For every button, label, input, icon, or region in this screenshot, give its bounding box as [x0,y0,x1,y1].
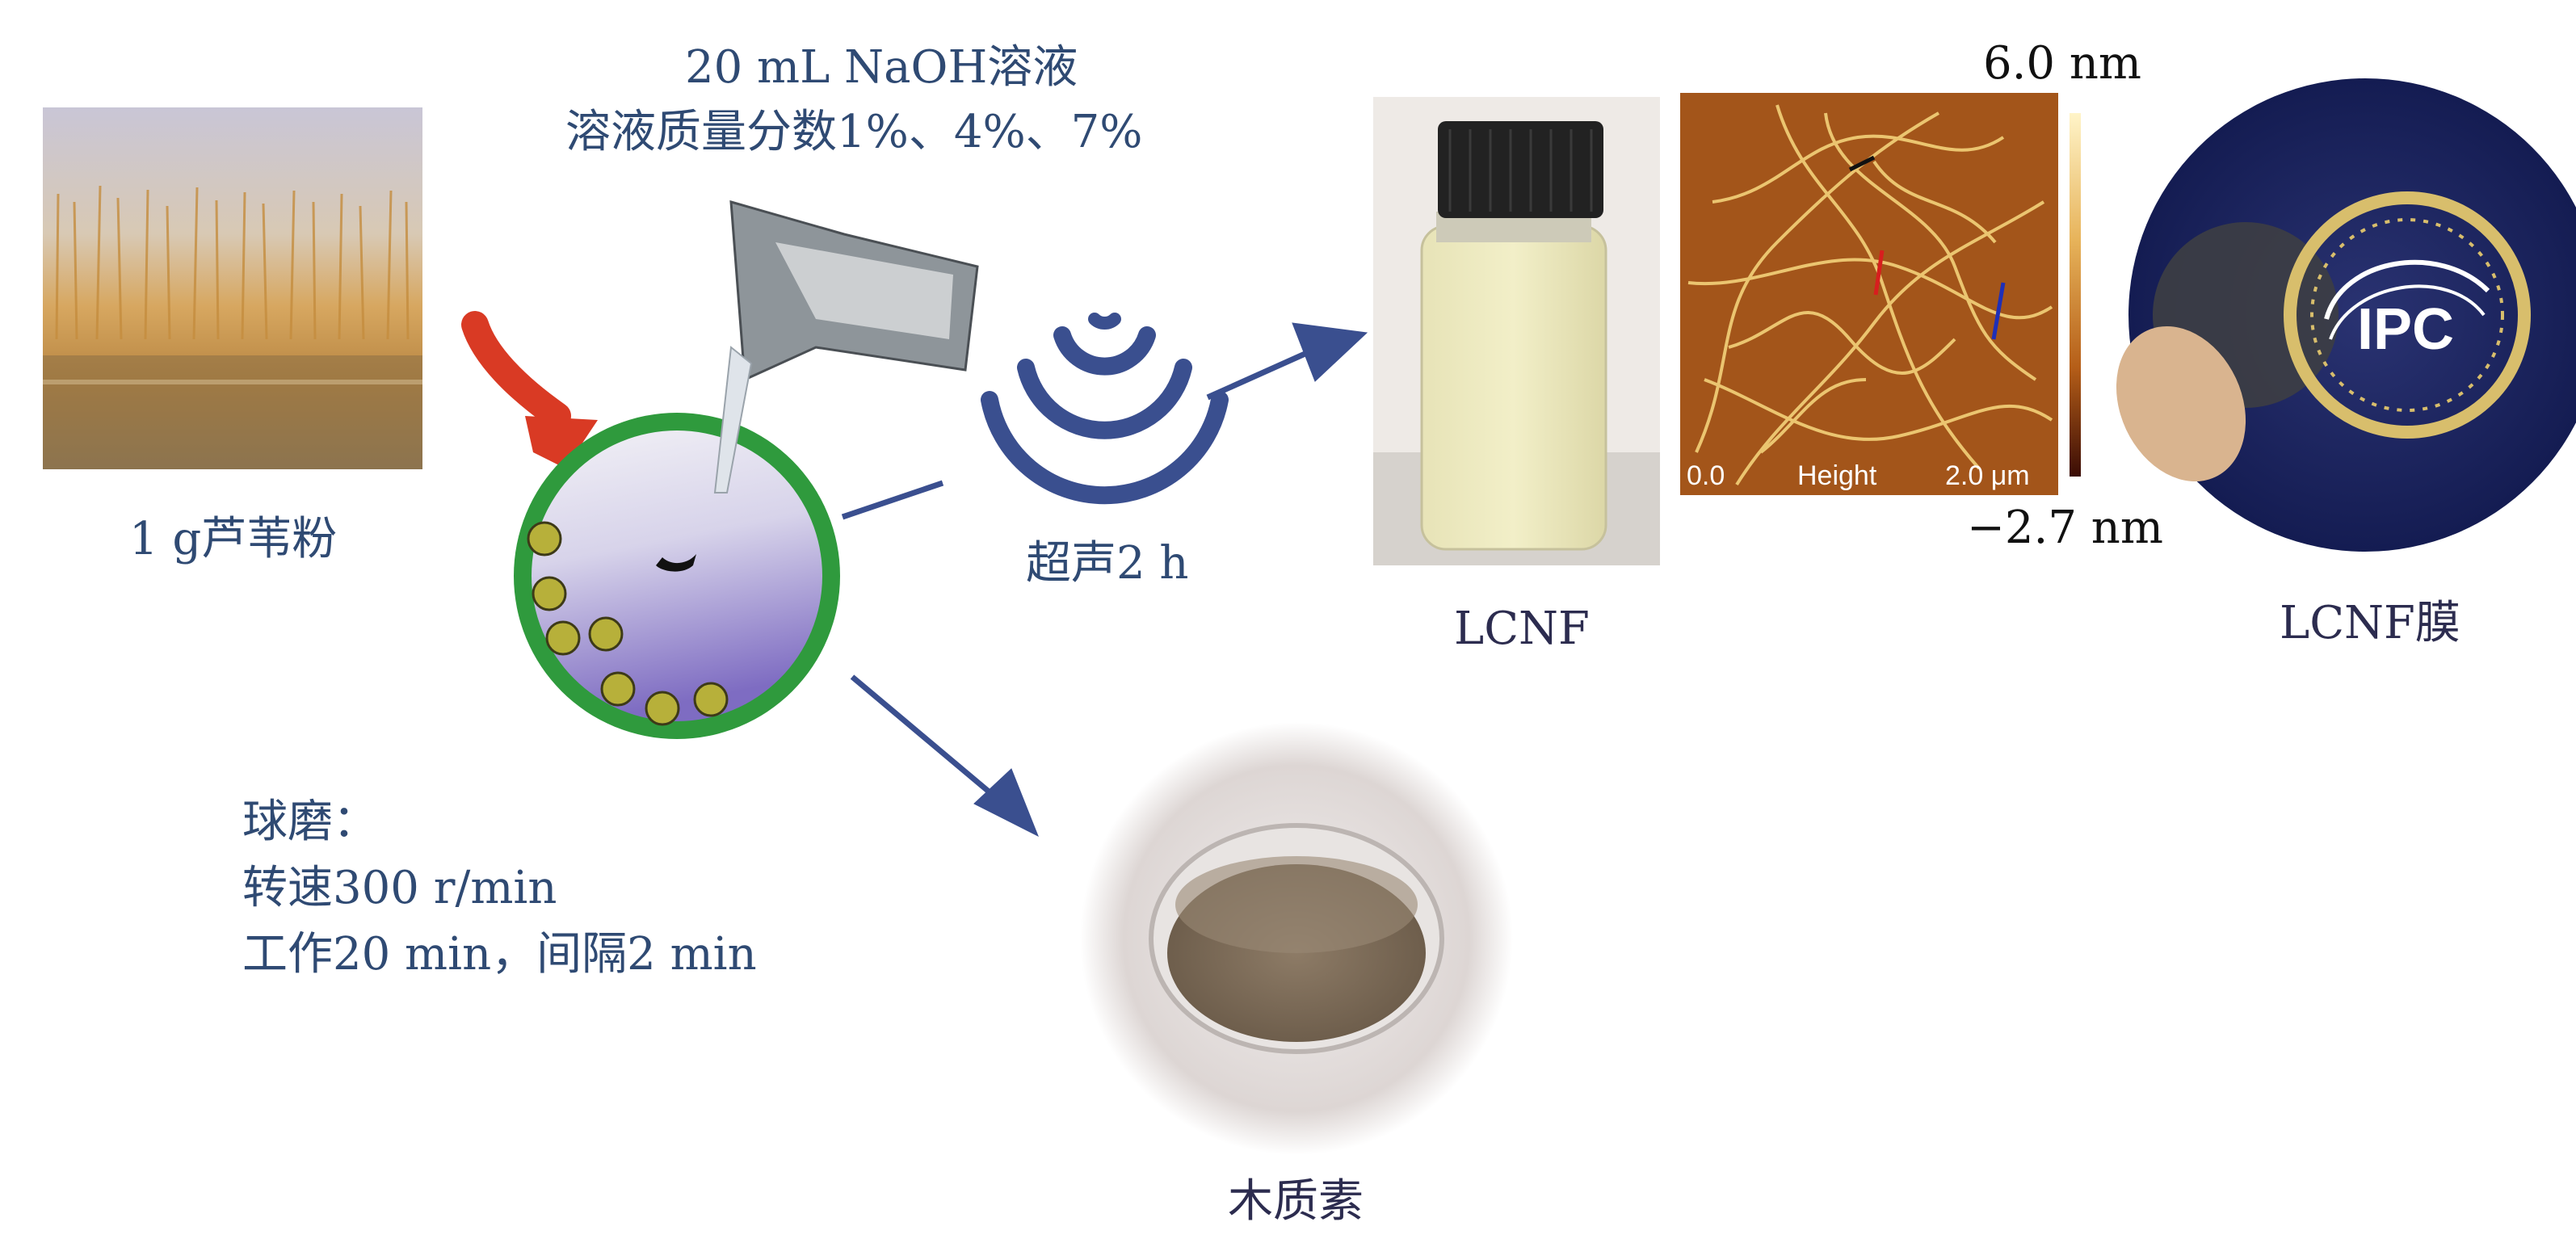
afm-min-height-label: −2.7 nm [1967,502,2163,554]
lignin-dish-photo [1080,722,1513,1155]
ipc-logo-text: IPC [2357,297,2454,362]
flow-arrows [841,322,1368,838]
beaker [713,200,979,494]
afm-color-scale [2070,113,2081,477]
ball-mill-speed: 转速300 r/min [242,862,557,914]
afm-scale-label: 2.0 μm [1945,460,2030,491]
lcnf-vial-photo [1373,97,1660,565]
afm-height-label: Height [1797,460,1877,491]
lignin-label: 木质素 [1228,1175,1364,1228]
ball-mill-time: 工作20 min，间隔2 min [242,928,757,981]
reed-powder-label: 1 g芦苇粉 [129,513,338,565]
afm-image: 0.0 Height 2.0 μm [1680,93,2081,495]
naoh-solution-label: 20 mL NaOH溶液 [685,41,1078,94]
afm-max-height-label: 6.0 nm [1983,37,2142,90]
naoh-concentration-label: 溶液质量分数1%、4%、7% [565,106,1143,158]
ultrasound-label: 超声2 h [1026,537,1189,590]
lcnf-label: LCNF [1454,603,1590,655]
ultrasound-icon [981,313,1229,505]
reed-photo [43,107,422,469]
ball-mill-jar [514,413,840,739]
ball-mill-title: 球磨： [242,796,378,848]
lcnf-film-label: LCNF膜 [2280,597,2460,649]
lcnf-film-photo: IPC [2116,78,2576,552]
red-curved-arrow [461,311,598,468]
afm-origin-label: 0.0 [1687,460,1725,491]
